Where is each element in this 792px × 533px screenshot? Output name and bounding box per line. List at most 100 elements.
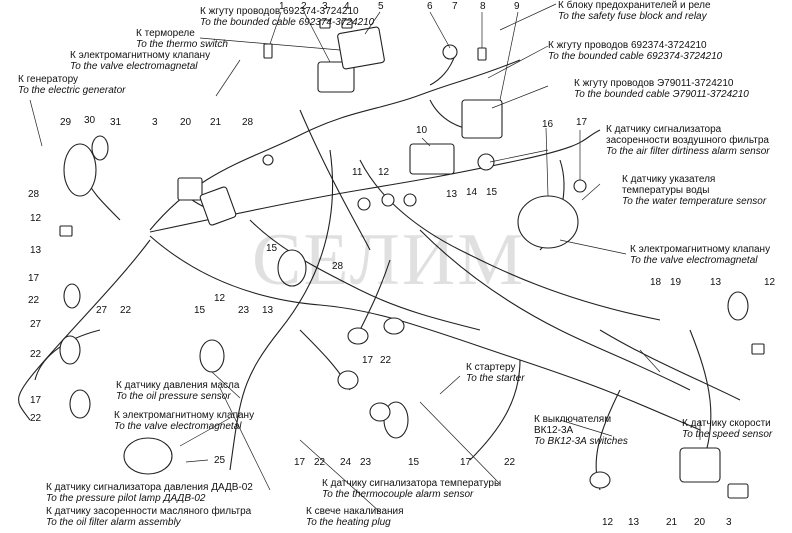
callout-number: 27 (96, 305, 108, 316)
label-en: To the oil pressure sensor (116, 391, 231, 402)
callout-number: 22 (314, 457, 326, 468)
callout-number: 21 (210, 117, 222, 128)
callout-number: 15 (486, 187, 498, 198)
pressure-pilot-connector-25 (123, 437, 173, 475)
label-en: To the air filter dirtiness alarm sensor (606, 146, 770, 157)
label-en: To the bounded cable Э79011-3724210 (574, 89, 749, 100)
label-ru: К выключателям (534, 414, 612, 425)
harness-trunk-center-down (229, 149, 334, 471)
label-air-filter: К датчику сигнализатора засоренности воз… (606, 124, 770, 157)
valve-connector-15 (277, 249, 307, 287)
label-ru: К свече накаливания (306, 506, 404, 517)
label-ru: К термореле (136, 28, 195, 39)
label-pressure-pilot: К датчику сигнализатора давления ДАДВ-02… (46, 482, 253, 504)
label-ru: К жгуту проводов 692374-3724210 (200, 6, 359, 17)
label-en: To ВК12-3А switches (534, 436, 628, 447)
callout-number: 3 (726, 517, 732, 528)
label-ru: засоренности воздушного фильтра (606, 135, 769, 146)
callout-number: 28 (332, 261, 344, 272)
callout-number: 17 (30, 395, 42, 406)
callout-number: 11 (352, 167, 363, 178)
callout-number: 3 (152, 117, 158, 128)
callout-number: 17 (576, 117, 588, 128)
callout-number: 13 (710, 277, 722, 288)
label-en: To the thermocouple alarm sensor (322, 489, 474, 500)
harness-trunk-middle (149, 129, 601, 233)
thermo-switch-21 (199, 186, 237, 226)
callout-number: 21 (666, 517, 678, 528)
callout-number: 13 (30, 245, 42, 256)
label-en: To the oil filter alarm assembly (46, 517, 181, 528)
callout-number: 15 (266, 243, 278, 254)
thermo-switch-20 (177, 177, 203, 201)
label-ru: К датчику скорости (682, 418, 771, 429)
label-ru: температуры воды (622, 185, 710, 196)
label-en: To the pressure pilot lamp ДАДВ-02 (46, 493, 206, 504)
callout-number: 31 (110, 117, 122, 128)
label-valve-top: К электромагнитному клапану To the valve… (70, 50, 210, 72)
label-ru: К датчику засоренности масляного фильтра (46, 506, 252, 517)
label-en: To the water temperature sensor (622, 196, 767, 207)
callout-number: 15 (194, 305, 206, 316)
callout-number: 13 (628, 517, 640, 528)
callout-number: 12 (30, 213, 42, 224)
callout-number: 22 (30, 349, 42, 360)
label-thermo-switch: К термореле To the thermo switch (136, 28, 228, 50)
label-en: To the bounded cable 692374-3724210 (200, 17, 375, 28)
callout-number: 17 (28, 273, 40, 284)
label-cable-692374-right: К жгуту проводов 692374-3724210 To the b… (548, 40, 722, 62)
callout-number: 27 (30, 319, 42, 330)
label-ru: ВК12-3А (534, 425, 574, 436)
generator-connector (63, 143, 97, 197)
connector-9 (461, 99, 503, 139)
label-oil-pressure: К датчику давления масла To the oil pres… (116, 380, 239, 402)
callout-number: 12 (764, 277, 776, 288)
label-en: To the valve electromagnetal (630, 255, 758, 266)
connector-10 (409, 143, 455, 175)
callout-number: 12 (602, 517, 614, 528)
label-oil-filter: К датчику засоренности масляного фильтра… (46, 506, 251, 528)
callout-number: 15 (408, 457, 420, 468)
callout-number: 4 (344, 1, 350, 12)
callout-number: 23 (238, 305, 250, 316)
callout-number: 20 (180, 117, 192, 128)
callout-number: 18 (650, 277, 662, 288)
callout-number: 12 (378, 167, 390, 178)
callout-number: 23 (360, 457, 372, 468)
callout-number: 10 (416, 125, 428, 136)
callout-number: 22 (28, 295, 40, 306)
harness-trunk-lower (149, 235, 701, 431)
label-switches: К выключателям ВК12-3А To ВК12-3А switch… (534, 414, 628, 447)
label-valve-bottom: К электромагнитному клапану To the valve… (114, 410, 254, 432)
label-fuse-block: К блоку предохранителей и реле To the sa… (558, 0, 711, 22)
label-en: To the electric generator (18, 85, 126, 96)
callout-number: 22 (504, 457, 516, 468)
callout-number: 29 (60, 117, 72, 128)
callout-number: 3 (322, 1, 328, 12)
callout-number: 28 (242, 117, 254, 128)
callout-number: 25 (214, 455, 226, 466)
callout-number: 16 (542, 119, 554, 130)
label-ru: К генератору (18, 74, 79, 85)
label-en: To the thermo switch (136, 39, 228, 50)
label-ru: К датчику сигнализатора (606, 124, 722, 135)
label-ru: К электромагнитному клапану (114, 410, 255, 421)
label-en: To the starter (466, 373, 525, 384)
label-en: To the valve electromagnetal (70, 61, 198, 72)
callout-number: 24 (340, 457, 352, 468)
label-ru: К датчику сигнализатора давления ДАДВ-02 (46, 482, 253, 493)
watermark: СЕЛИМ (252, 219, 526, 301)
callout-number: 19 (670, 277, 682, 288)
label-en: To the safety fuse block and relay (558, 11, 707, 22)
label-ru: К датчику указателя (622, 174, 716, 185)
label-valve-right: К электромагнитному клапану To the valve… (630, 244, 770, 266)
callout-number: 9 (514, 1, 520, 12)
label-en: To the bounded cable 692374-3724210 (548, 51, 723, 62)
label-en: To the speed sensor (682, 429, 773, 440)
label-ru: К датчику сигнализатора температуры (322, 478, 502, 489)
label-cable-e79011: К жгуту проводов Э79011-3724210 To the b… (574, 78, 749, 100)
callout-number: 5 (378, 1, 384, 12)
label-ru: К датчику давления масла (116, 380, 240, 391)
callout-number: 13 (446, 189, 458, 200)
